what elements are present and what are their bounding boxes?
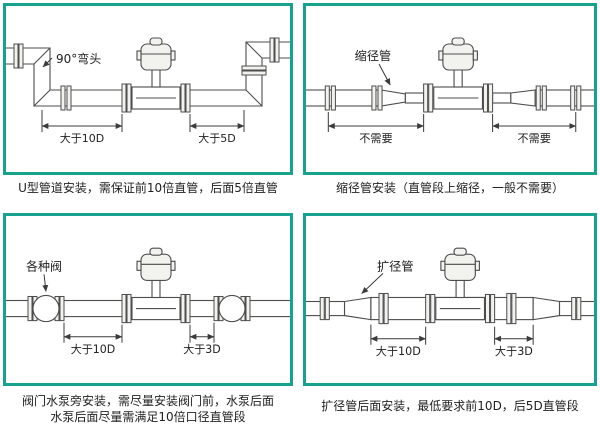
dim-label: 大于3D (183, 342, 220, 356)
expander-cone (510, 89, 536, 107)
expander-cone (343, 296, 372, 321)
panel-valve: 各种阀 大于10D 大于3D (3, 213, 293, 386)
dimension-upstream: 不需要 (327, 112, 425, 145)
valve (27, 294, 65, 323)
caption-expander: 扩径管后面安装，最低要求前10D，后5D直管段 (321, 399, 579, 413)
flowmeter (121, 247, 191, 324)
flange-pair (269, 37, 280, 63)
flowmeter (121, 37, 191, 113)
callout-valves: 各种阀 (26, 258, 62, 292)
dimension-downstream: 不需要 (492, 112, 577, 145)
dimension-downstream: 大于3D (183, 322, 221, 356)
flange-pair-riser (241, 65, 267, 76)
pump-valve (213, 294, 251, 323)
caption-valve: 阀门水泵旁安装，需尽量安装阀门前，水泵后面水泵后面尽量需满足10倍口径直管段 (3, 393, 293, 425)
reducer-cone (380, 89, 406, 107)
drawing-reducer: 缩径管 不需要 不需要 (306, 37, 594, 145)
dim-label: 不需要 (359, 132, 392, 145)
panel-expander: 扩径管 大于10D 大于3D (303, 213, 597, 386)
flange-pair (506, 292, 517, 325)
callout-label: 各种阀 (26, 258, 62, 273)
dimension-downstream: 大于3D (494, 324, 534, 358)
caption-valve-line1: 阀门水泵旁安装，需尽量安装阀门前，水泵后面 (21, 394, 274, 408)
callout-90-elbow: 90°弯头 (42, 51, 101, 68)
flange-pair (319, 296, 330, 321)
callout-label: 缩径管 (355, 48, 391, 63)
panel-reducer: 缩径管 不需要 不需要 (303, 3, 597, 175)
dim-label: 大于3D (495, 344, 533, 358)
flowmeter (425, 247, 496, 324)
flange-pair (571, 296, 582, 321)
dimension-upstream: 大于10D (370, 324, 427, 358)
drawing-u-type: 90°弯头 大于10D 大于5D (6, 37, 290, 145)
drawing-expander: 扩径管 大于10D 大于3D (306, 247, 594, 358)
flange-pair (378, 292, 389, 325)
dim-label: 大于10D (60, 131, 104, 145)
callout-label: 扩径管 (377, 258, 413, 273)
dimension-upstream: 大于10D (41, 110, 123, 145)
dimension-downstream: 大于5D (189, 110, 245, 145)
reducer-cone (532, 296, 561, 321)
dim-label: 不需要 (517, 132, 550, 145)
dim-label: 大于10D (376, 344, 421, 358)
dimension-upstream: 大于10D (63, 322, 123, 356)
panel-u-type: 90°弯头 大于10D 大于5D (3, 3, 293, 175)
drawing-valve: 各种阀 大于10D 大于3D (6, 247, 290, 356)
caption-u-type: U型管道安装，需保证前10倍直管，后面5倍直管 (18, 181, 278, 195)
dim-label: 大于10D (71, 342, 115, 356)
callout-label: 90°弯头 (56, 51, 101, 66)
flange-pair (13, 43, 24, 69)
dim-label: 大于5D (198, 131, 235, 145)
caption-reducer: 缩径管安装（直管段上缩径，一般不需要） (335, 181, 564, 195)
callout-expander: 扩径管 (361, 258, 413, 294)
caption-valve-line2: 水泵后面尽量需满足10倍口径直管段 (50, 410, 246, 424)
flowmeter (423, 37, 494, 113)
callout-reducer: 缩径管 (355, 48, 391, 86)
